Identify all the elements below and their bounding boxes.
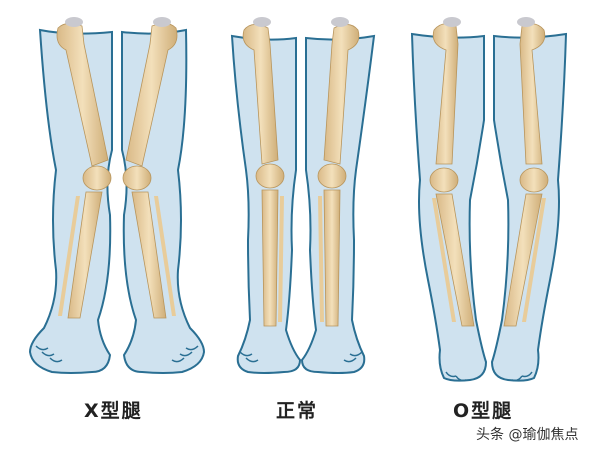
watermark: 头条 @瑜伽焦点: [476, 427, 579, 443]
x-leg-group: [28, 17, 206, 374]
o-leg-label: O型腿: [453, 400, 514, 422]
x-leg-label: X型腿: [84, 400, 143, 422]
o-leg-group: [410, 17, 568, 382]
normal-leg-label: 正常: [276, 400, 319, 422]
normal-leg-group: [230, 17, 376, 374]
